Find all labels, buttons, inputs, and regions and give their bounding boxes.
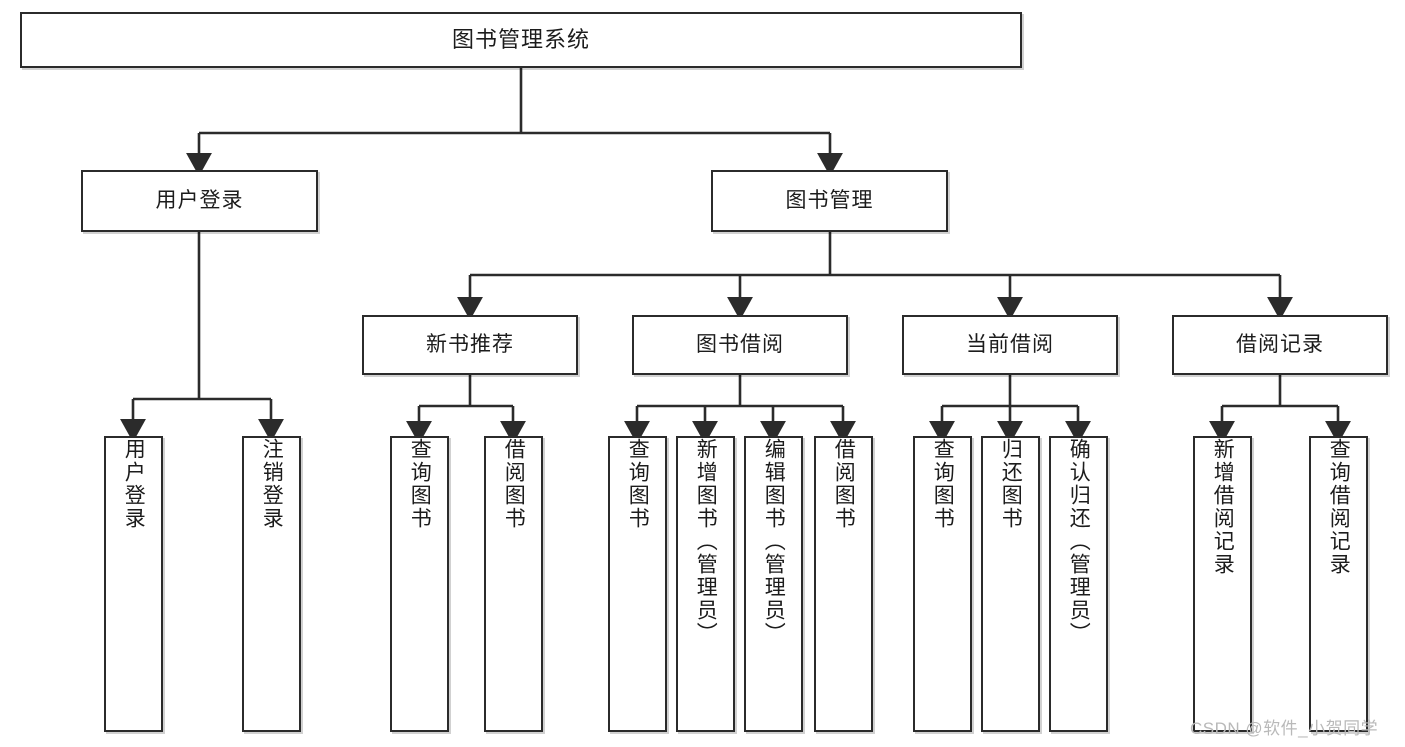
leaf-label: 用户登录 <box>122 438 146 530</box>
leaf-book-borrow-2[interactable]: 编辑图书（管理员） <box>744 436 803 732</box>
leaf-book-borrow-0[interactable]: 查询图书 <box>608 436 667 732</box>
leaf-label: 新增图书（管理员） <box>694 438 718 645</box>
leaf-label: 注销登录 <box>260 438 284 530</box>
node-root[interactable]: 图书管理系统 <box>20 12 1022 68</box>
leaf-book-borrow-3[interactable]: 借阅图书 <box>814 436 873 732</box>
node-root-label: 图书管理系统 <box>451 27 590 53</box>
node-current-borrow[interactable]: 当前借阅 <box>902 315 1118 375</box>
node-borrow-record[interactable]: 借阅记录 <box>1172 315 1388 375</box>
leaf-label: 新增借阅记录 <box>1211 438 1235 576</box>
leaf-label: 查询图书 <box>931 438 955 530</box>
node-current-borrow-label: 当前借阅 <box>966 332 1054 356</box>
leaf-book-borrow-1[interactable]: 新增图书（管理员） <box>676 436 735 732</box>
leaf-label: 编辑图书（管理员） <box>762 438 786 645</box>
node-book-borrow-label: 图书借阅 <box>696 332 784 356</box>
node-new-book-rec[interactable]: 新书推荐 <box>362 315 578 375</box>
node-book-manage[interactable]: 图书管理 <box>711 170 948 232</box>
leaf-label: 查询图书 <box>626 438 650 530</box>
leaf-label: 借阅图书 <box>502 438 526 530</box>
leaf-label: 借阅图书 <box>832 438 856 530</box>
node-book-manage-label: 图书管理 <box>785 188 874 212</box>
leaf-new-book-rec-0[interactable]: 查询图书 <box>390 436 449 732</box>
node-borrow-record-label: 借阅记录 <box>1236 332 1324 356</box>
node-user-login[interactable]: 用户登录 <box>81 170 318 232</box>
leaf-borrow-record-0[interactable]: 新增借阅记录 <box>1193 436 1252 732</box>
leaf-label: 查询借阅记录 <box>1327 438 1351 576</box>
leaf-label: 确认归还（管理员） <box>1067 438 1091 645</box>
leaf-label: 归还图书 <box>999 438 1023 530</box>
leaf-current-borrow-1[interactable]: 归还图书 <box>981 436 1040 732</box>
node-book-borrow[interactable]: 图书借阅 <box>632 315 848 375</box>
leaf-new-book-rec-1[interactable]: 借阅图书 <box>484 436 543 732</box>
leaf-user-login-1[interactable]: 注销登录 <box>242 436 301 732</box>
leaf-current-borrow-2[interactable]: 确认归还（管理员） <box>1049 436 1108 732</box>
node-user-login-label: 用户登录 <box>155 188 244 212</box>
watermark: CSDN @软件_小贺同学 <box>1190 719 1379 738</box>
leaf-label: 查询图书 <box>408 438 432 530</box>
node-new-book-rec-label: 新书推荐 <box>426 332 514 356</box>
leaf-current-borrow-0[interactable]: 查询图书 <box>913 436 972 732</box>
leaf-user-login-0[interactable]: 用户登录 <box>104 436 163 732</box>
leaf-borrow-record-1[interactable]: 查询借阅记录 <box>1309 436 1368 732</box>
